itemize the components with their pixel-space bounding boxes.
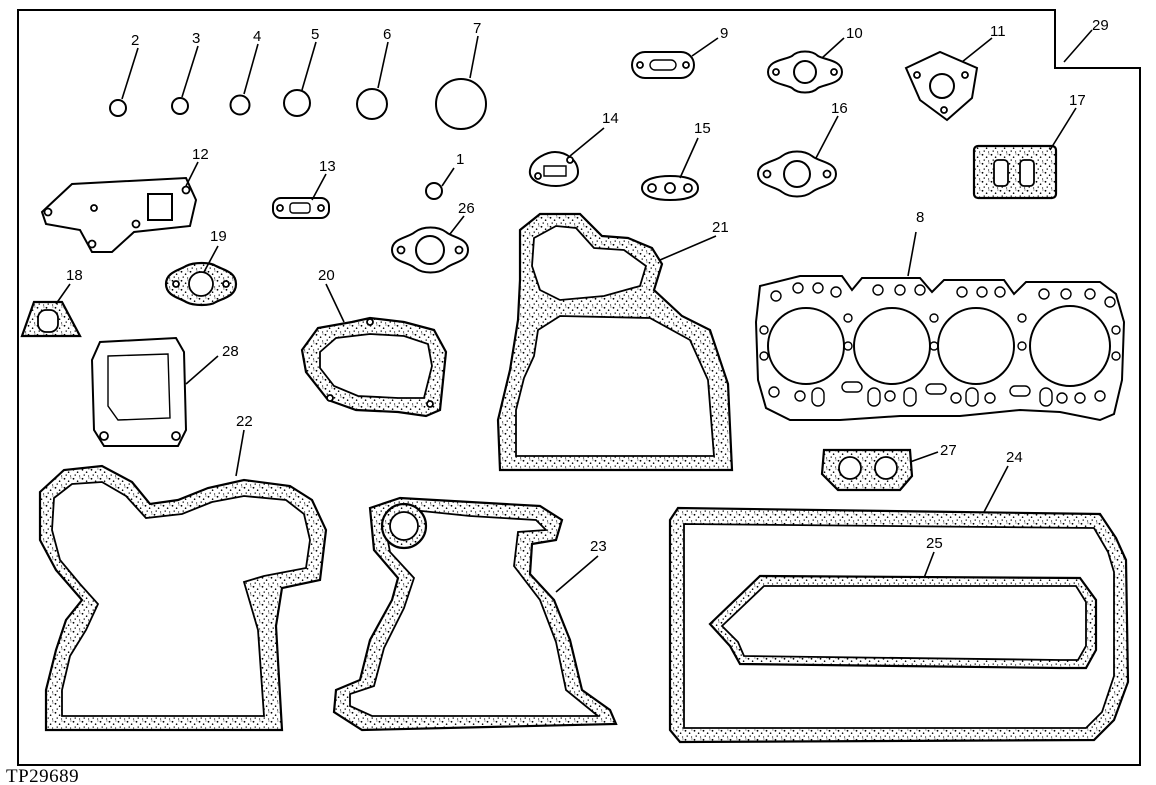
callout-13: 13: [319, 158, 336, 175]
callout-11: 11: [990, 23, 1006, 40]
gasket-20: [300, 316, 448, 418]
seal-3: [171, 97, 189, 115]
gasket-11: [904, 50, 979, 122]
gasket-26: [390, 226, 470, 274]
round-seals: [109, 78, 487, 200]
callout-17: 17: [1069, 92, 1086, 109]
callout-21: 21: [712, 219, 729, 236]
callout-15: 15: [694, 120, 711, 137]
head-gasket-8: [754, 275, 1126, 422]
callout-6: 6: [383, 26, 391, 43]
callout-4: 4: [253, 28, 261, 45]
callout-labels: 2 3 4 5 6 7 9 10 11 29 12 13 1 14 15 16 …: [66, 17, 1109, 555]
callout-27: 27: [940, 442, 957, 459]
rocker-cover-gasket-25: [708, 574, 1098, 670]
gasket-9: [631, 51, 695, 79]
gasket-10: [766, 50, 844, 94]
callout-18: 18: [66, 267, 83, 284]
gasket-23: [332, 496, 618, 732]
gasket-27: [820, 448, 914, 492]
gasket-17: [972, 144, 1058, 200]
callout-2: 2: [131, 32, 139, 49]
callout-23: 23: [590, 538, 607, 555]
gasket-13: [272, 197, 330, 219]
callout-25: 25: [926, 535, 943, 552]
seal-6: [356, 88, 388, 120]
callout-24: 24: [1006, 449, 1023, 466]
callout-16: 16: [831, 100, 848, 117]
callout-5: 5: [311, 26, 319, 43]
callout-12: 12: [192, 146, 209, 163]
seal-7: [435, 78, 487, 130]
callout-1: 1: [456, 151, 464, 168]
gasket-12: [40, 176, 198, 253]
seal-4: [229, 94, 251, 116]
callout-29: 29: [1092, 17, 1109, 34]
gasket-15: [640, 174, 700, 202]
gasket-21: [496, 212, 734, 472]
callout-14: 14: [602, 110, 619, 127]
seal-1: [425, 182, 443, 200]
callout-28: 28: [222, 343, 239, 360]
gasket-28: [90, 336, 188, 447]
kit-card-outline: [17, 9, 1141, 766]
callout-8: 8: [916, 209, 924, 226]
gasket-18: [20, 300, 82, 338]
gasket-14: [528, 150, 580, 188]
callout-19: 19: [210, 228, 227, 245]
seal-5: [283, 89, 311, 117]
seal-2: [109, 99, 127, 117]
leader-lines: [55, 29, 1093, 593]
callout-10: 10: [846, 25, 863, 42]
callout-3: 3: [192, 30, 200, 47]
figure-id: TP29689: [6, 766, 79, 785]
gasket-22: [38, 464, 328, 732]
callout-9: 9: [720, 25, 728, 42]
callout-26: 26: [458, 200, 475, 217]
callout-7: 7: [473, 20, 481, 37]
callout-22: 22: [236, 413, 253, 430]
gasket-16: [756, 150, 838, 198]
gasket-19: [164, 261, 238, 307]
callout-20: 20: [318, 267, 335, 284]
